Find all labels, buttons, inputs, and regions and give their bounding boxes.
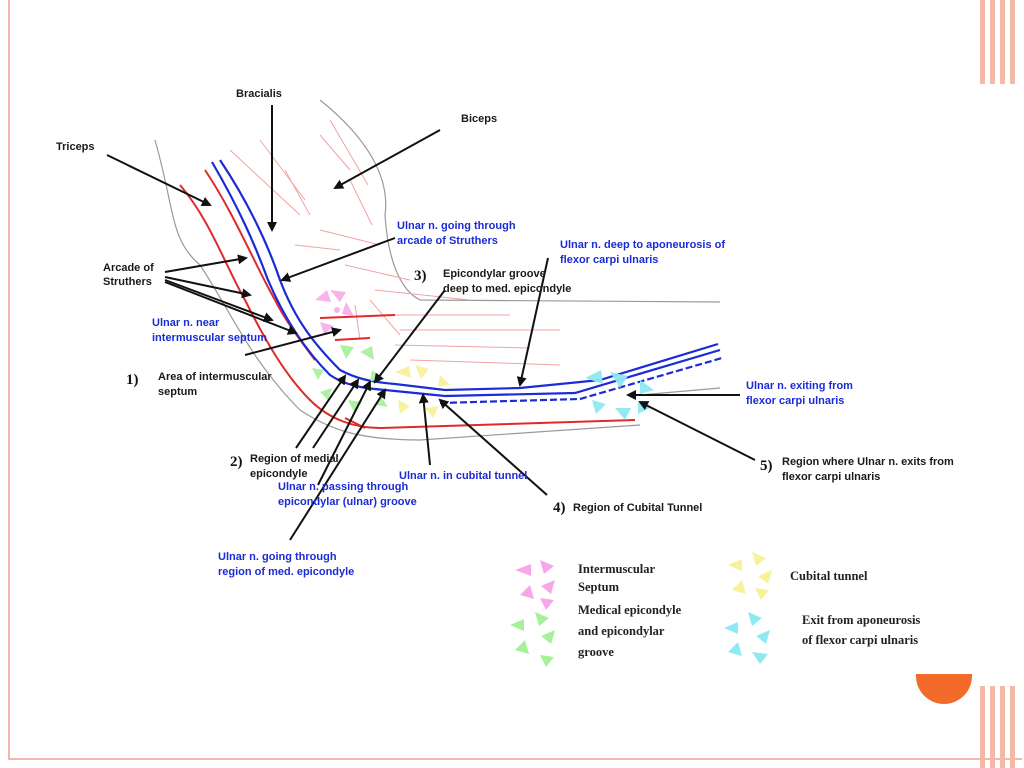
region-cubital-tunnel [395, 365, 450, 418]
legend-cubital: Cubital tunnel [790, 569, 868, 583]
legend-swatch-cubital [728, 552, 772, 600]
label-ulnar-near-line2: intermuscular septum [152, 332, 267, 344]
decorative-stripes-top [978, 0, 1024, 84]
label-ulnar-going-medial-line2: region of med. epicondyle [218, 566, 354, 578]
legend-medial-line3: groove [578, 645, 614, 659]
label-ulnar-passing-line1: Ulnar n. passing through [278, 481, 408, 493]
label-ulnar-deep-line1: Ulnar n. deep to aponeurosis of [560, 239, 725, 251]
label-ulnar-exiting-line2: flexor carpi ulnaris [746, 395, 844, 407]
legend-swatch-septum [515, 560, 555, 610]
label-ulnar-arcade-line2: arcade of Struthers [397, 235, 498, 247]
label-ulnar-passing-line2: epicondylar (ulnar) groove [278, 496, 417, 508]
muscle-fibers [229, 119, 561, 366]
legend-septum-line1: Intermuscular [578, 562, 656, 576]
region-intermuscular-septum [315, 290, 354, 334]
ulnar-nerve [211, 159, 723, 405]
label-ulnar-near-line1: Ulnar n. near [152, 317, 220, 329]
label-area-septum-line2: septum [158, 386, 197, 398]
label-region-cubital: Region of Cubital Tunnel [573, 502, 702, 514]
label-region-exit-line1: Region where Ulnar n. exits from [782, 456, 954, 468]
label-ulnar-going-medial-line1: Ulnar n. going through [218, 551, 337, 563]
number-5: 5) [760, 458, 773, 474]
label-region-medial-line2: epicondyle [250, 468, 307, 480]
label-ulnar-deep-line2: flexor carpi ulnaris [560, 254, 658, 266]
label-arcade-line1: Arcade of [103, 262, 154, 274]
label-epicondylar-groove-line2: deep to med. epicondyle [443, 283, 571, 295]
label-region-medial-line1: Region of medial [250, 453, 339, 465]
label-ulnar-cubital: Ulnar n. in cubital tunnel [399, 470, 527, 482]
annotation-arrows [106, 105, 756, 541]
legend-septum-line2: Septum [578, 580, 620, 594]
label-biceps: Biceps [461, 113, 497, 125]
legend-exit-line1: Exit from aponeurosis [802, 613, 920, 627]
label-ulnar-exiting-line1: Ulnar n. exiting from [746, 380, 853, 392]
decorative-stripes-bottom [978, 686, 1024, 768]
number-3: 3) [414, 268, 427, 284]
label-arcade-line2: Struthers [103, 276, 152, 288]
legend-exit-line2: of flexor carpi ulnaris [802, 633, 918, 647]
legend-medial-line1: Medical epicondyle [578, 603, 682, 617]
legend-swatch-medial [510, 612, 555, 667]
number-4: 4) [553, 500, 566, 516]
label-area-septum-line1: Area of intermuscular [158, 371, 272, 383]
legend: Intermuscular Septum Medical epicondyle … [510, 552, 920, 667]
label-triceps: Triceps [56, 141, 95, 153]
label-epicondylar-groove-line1: Epicondylar groove [443, 268, 546, 280]
arm-outline [154, 99, 721, 441]
label-ulnar-arcade-line1: Ulnar n. going through [397, 220, 516, 232]
legend-swatch-exit [724, 612, 770, 664]
number-1: 1) [126, 372, 139, 388]
label-region-exit-line2: flexor carpi ulnaris [782, 471, 880, 483]
legend-medial-line2: and epicondylar [578, 624, 665, 638]
number-2: 2) [230, 454, 243, 470]
label-bracialis: Bracialis [236, 88, 282, 100]
